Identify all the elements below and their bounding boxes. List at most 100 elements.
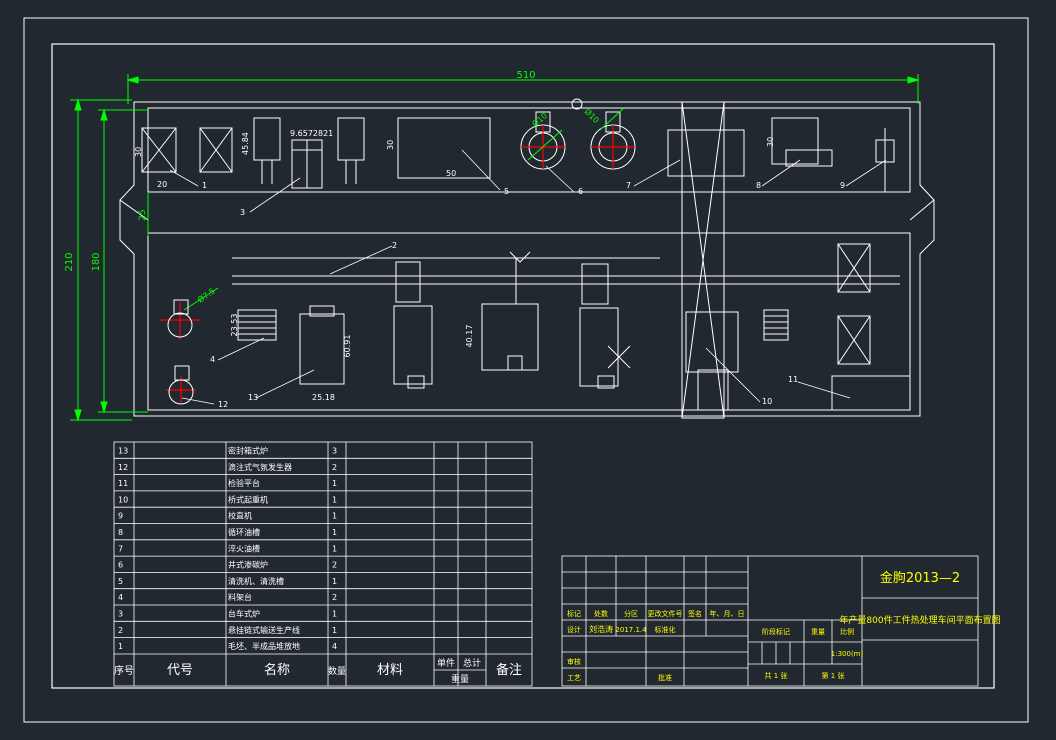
bom-cell-no: 11: [118, 479, 128, 488]
callout-10: 10: [762, 397, 772, 406]
bom-cell-name: 台车式炉: [228, 609, 260, 619]
bom-cell-name: 淬火油槽: [228, 543, 260, 553]
callout-8: 8: [756, 181, 761, 190]
label-scale: 比例: [840, 627, 854, 636]
dim-furnace6b: Ø10: [583, 106, 602, 125]
callout-2: 2: [392, 241, 397, 250]
bom-cell-name: 校直机: [228, 511, 252, 521]
scale-value: 1:300(m): [831, 650, 864, 658]
bom-cell-qty: 1: [332, 512, 337, 521]
bom-cell-name: 循环油槽: [228, 527, 260, 537]
bom-header-remark: 备注: [496, 662, 522, 678]
dim-overall-width: 510: [516, 70, 535, 81]
bom-cell-name: 清洗机、清洗槽: [228, 576, 284, 586]
drawing-title: 年产量800件工件热处理车间平面布置图: [839, 614, 1000, 626]
bom-cell-qty: 1: [332, 528, 337, 537]
bom-cell-qty: 2: [332, 561, 337, 570]
bom-cell-no: 2: [118, 626, 123, 635]
dim-box1-width: 20: [157, 180, 167, 189]
bom-cell-name: 密封箱式炉: [228, 446, 268, 456]
dim-furnace6: Ø10: [530, 110, 549, 128]
bom-cell-no: 9: [118, 512, 123, 521]
dim-gen12: Ø7.5: [195, 286, 216, 305]
bom-header: 序号 代号 名称 数量 材料 单件 总计 重量 备注: [114, 657, 522, 685]
label-count: 处数: [594, 609, 608, 618]
label-mark: 标记: [567, 609, 581, 618]
bom-cell-name: 悬挂链式输送生产线: [228, 625, 300, 635]
design-date: 2017.1.4: [615, 626, 647, 634]
label-approve: 批准: [658, 673, 672, 682]
bom-header-unit: 单件: [437, 657, 455, 669]
dim-unit-height: 40.17: [465, 325, 474, 348]
label-review: 审核: [567, 657, 581, 666]
dim-furnace3-width: 9.6572821: [290, 129, 333, 138]
bom-cell-no: 10: [118, 495, 128, 504]
bom-cell-name: 滴注式气氛发生器: [228, 462, 292, 472]
bom-cell-no: 5: [118, 577, 123, 586]
dim-furnace3-height: 45.84: [241, 132, 250, 155]
bom-cell-qty: 1: [332, 479, 337, 488]
callout-11: 11: [788, 375, 798, 384]
label-design: 设计: [567, 625, 581, 634]
bom-cell-name: 检验平台: [228, 478, 260, 488]
bom-cell-no: 4: [118, 593, 123, 602]
label-weight: 重量: [811, 628, 825, 636]
bom-cell-qty: 1: [332, 626, 337, 635]
label-standardization: 标准化: [655, 625, 676, 634]
dim-machine8-height: 30: [766, 137, 775, 147]
callout-6: 6: [578, 187, 583, 196]
designer-name: 刘浩涛: [589, 624, 613, 634]
bom-header-qty: 数量: [328, 665, 346, 677]
bom-cell-no: 7: [118, 544, 123, 553]
dim-machine13-height: 60.91: [343, 335, 352, 358]
bom-cell-qty: 1: [332, 544, 337, 553]
bom-cell-qty: 1: [332, 577, 337, 586]
dim-box1-height: 30: [134, 147, 143, 157]
bom-cell-qty: 1: [332, 610, 337, 619]
label-date: 年、月、日: [710, 609, 745, 618]
label-sign: 签名: [688, 609, 702, 618]
bom-cell-name: 料架台: [228, 592, 252, 602]
dim-overall-height-inner: 180: [91, 252, 102, 271]
dim-tray4-height: 23.53: [230, 314, 239, 337]
bom-cell-name: 毛坯、半成品堆放地: [228, 641, 300, 651]
bom-cell-no: 1: [118, 642, 123, 651]
bom-cell-no: 3: [118, 610, 123, 619]
outer-frame: [23, 17, 1029, 723]
callout-5: 5: [504, 187, 509, 196]
callout-13: 13: [248, 393, 258, 402]
title-block-grid: [561, 555, 979, 687]
bottom-row-equipment: [167, 243, 911, 411]
dim-tank5-height: 30: [386, 140, 395, 150]
bom-cell-no: 6: [118, 561, 123, 570]
label-process: 工艺: [567, 674, 581, 682]
bom-cell-qty: 2: [332, 593, 337, 602]
bom-cell-name: 井式渗碳炉: [228, 560, 268, 570]
dim-machine13-width: 25.18: [312, 393, 335, 402]
bom-table-grid: [113, 441, 533, 687]
sheet-number: 第 1 张: [822, 671, 845, 680]
bom-cell-qty: 2: [332, 463, 337, 472]
label-zone: 分区: [624, 609, 638, 618]
dim-overall-height-outer: 210: [64, 252, 75, 271]
conveyor-line: [232, 251, 900, 304]
bom-cell-no: 12: [118, 463, 128, 472]
dim-tank5-width: 50: [446, 169, 456, 178]
dim-gap: 25: [138, 209, 148, 220]
bom-cell-no: 13: [118, 447, 128, 456]
bom-cell-name: 桥式起重机: [228, 494, 268, 504]
bom-header-material: 材料: [377, 663, 403, 678]
bom-header-total: 总计: [463, 657, 481, 669]
callout-9: 9: [840, 181, 845, 190]
revision-labels: 标记 处数 分区 更改文件号 签名 年、月、日 设计 刘浩涛 2017.1.4 …: [567, 609, 863, 682]
callout-7: 7: [626, 181, 631, 190]
bom-cell-qty: 1: [332, 495, 337, 504]
inner-frame: [51, 43, 995, 689]
label-change-doc: 更改文件号: [648, 609, 683, 618]
label-stage: 阶段标记: [762, 627, 790, 636]
bom-cell-qty: 3: [332, 447, 337, 456]
bom-cell-qty: 4: [332, 642, 337, 651]
furnace-dim-leaders: [183, 107, 625, 311]
